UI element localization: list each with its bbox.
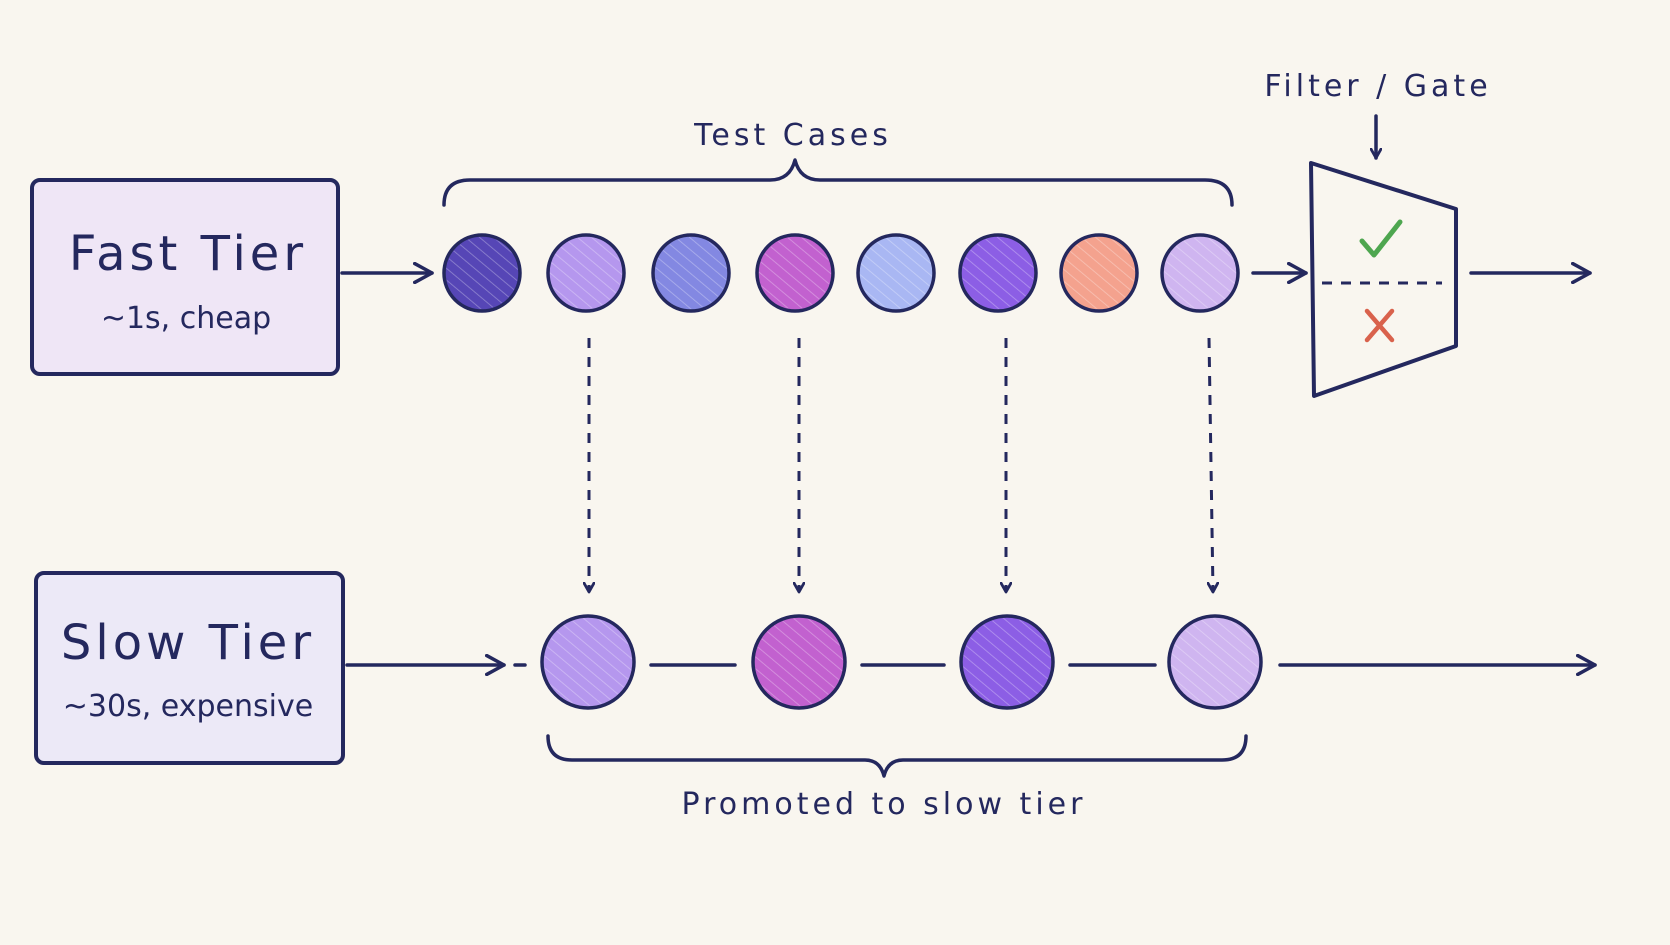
promoted-cases-hatching [544,618,1259,706]
slow-tier-title: Slow Tier [61,615,315,671]
promotion-arrows [589,337,1213,592]
promoted-brace [546,734,1248,778]
promoted-label: Promoted to slow tier [682,787,1087,822]
filter-gate-label: Filter / Gate [1264,69,1491,104]
promotion-arrow [1209,337,1213,592]
filter-gate-shape [1309,161,1458,398]
test-cases-label: Test Cases [693,118,892,153]
fast-tier-box: Fast Tier ~1s, cheap [30,178,340,376]
test-cases-hatching [446,237,1236,309]
check-icon [1359,219,1403,258]
slow-tier-frame [34,571,345,765]
fast-tier-frame [30,178,340,376]
slow-tier-subtitle: ~30s, expensive [63,689,313,724]
promoted-cases-row [540,614,1263,710]
filter-gate [1309,161,1458,398]
x-icon [1364,308,1395,343]
fast-tier-title: Fast Tier [69,226,307,282]
fast-tier-subtitle: ~1s, cheap [101,301,271,336]
test-cases-brace [442,158,1234,207]
slow-tier-box: Slow Tier ~30s, expensive [34,571,345,765]
